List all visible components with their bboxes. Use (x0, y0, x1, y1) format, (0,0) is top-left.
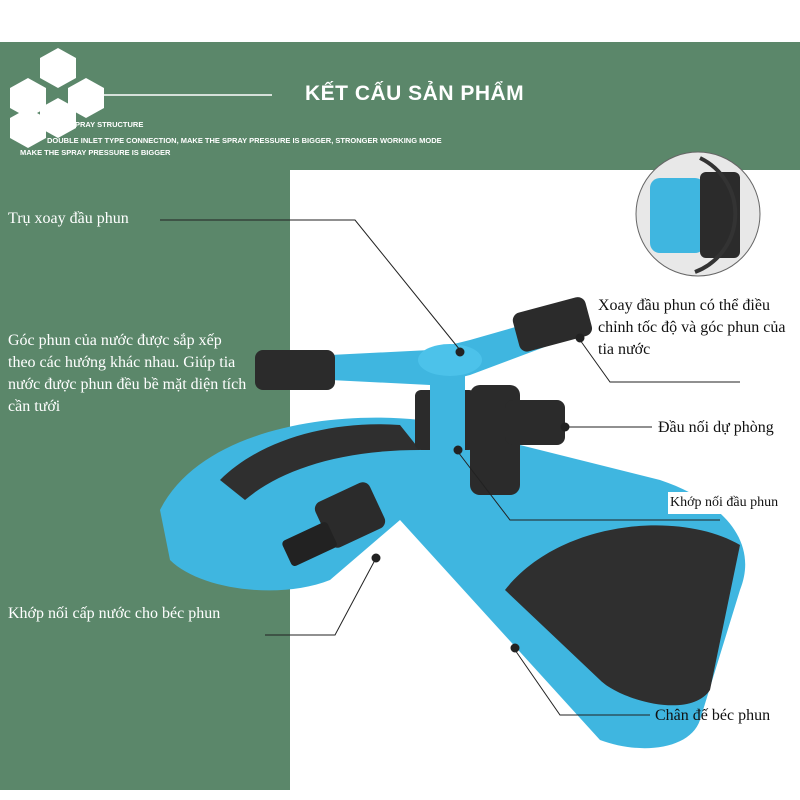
header-band (0, 42, 800, 170)
label-tru-xoay: Trụ xoay đầu phun (8, 210, 129, 227)
subtitle-line3: MAKE THE SPRAY PRESSURE IS BIGGER (20, 148, 171, 157)
subtitle: SPRAY STRUCTURE (70, 120, 144, 129)
label-khop-dau: Khớp nối đầu phun (668, 492, 781, 514)
label-khop-cap: Khớp nối cấp nước cho béc phun (8, 605, 221, 622)
label-dau-noi: Đầu nối dự phòng (658, 419, 774, 436)
hexagon-logo (10, 48, 104, 148)
label-xoay-dau: Xoay đầu phun có thể điều chỉnh tốc độ v… (598, 297, 786, 358)
label-chan-de: Chân đế béc phun (655, 707, 771, 724)
label-goc-phun: Góc phun của nước được sắp xếp theo các … (8, 332, 247, 415)
subtitle-line2: DOUBLE INLET TYPE CONNECTION, MAKE THE S… (47, 136, 442, 145)
page-title: KẾT CẤU SẢN PHẨM (305, 82, 525, 105)
